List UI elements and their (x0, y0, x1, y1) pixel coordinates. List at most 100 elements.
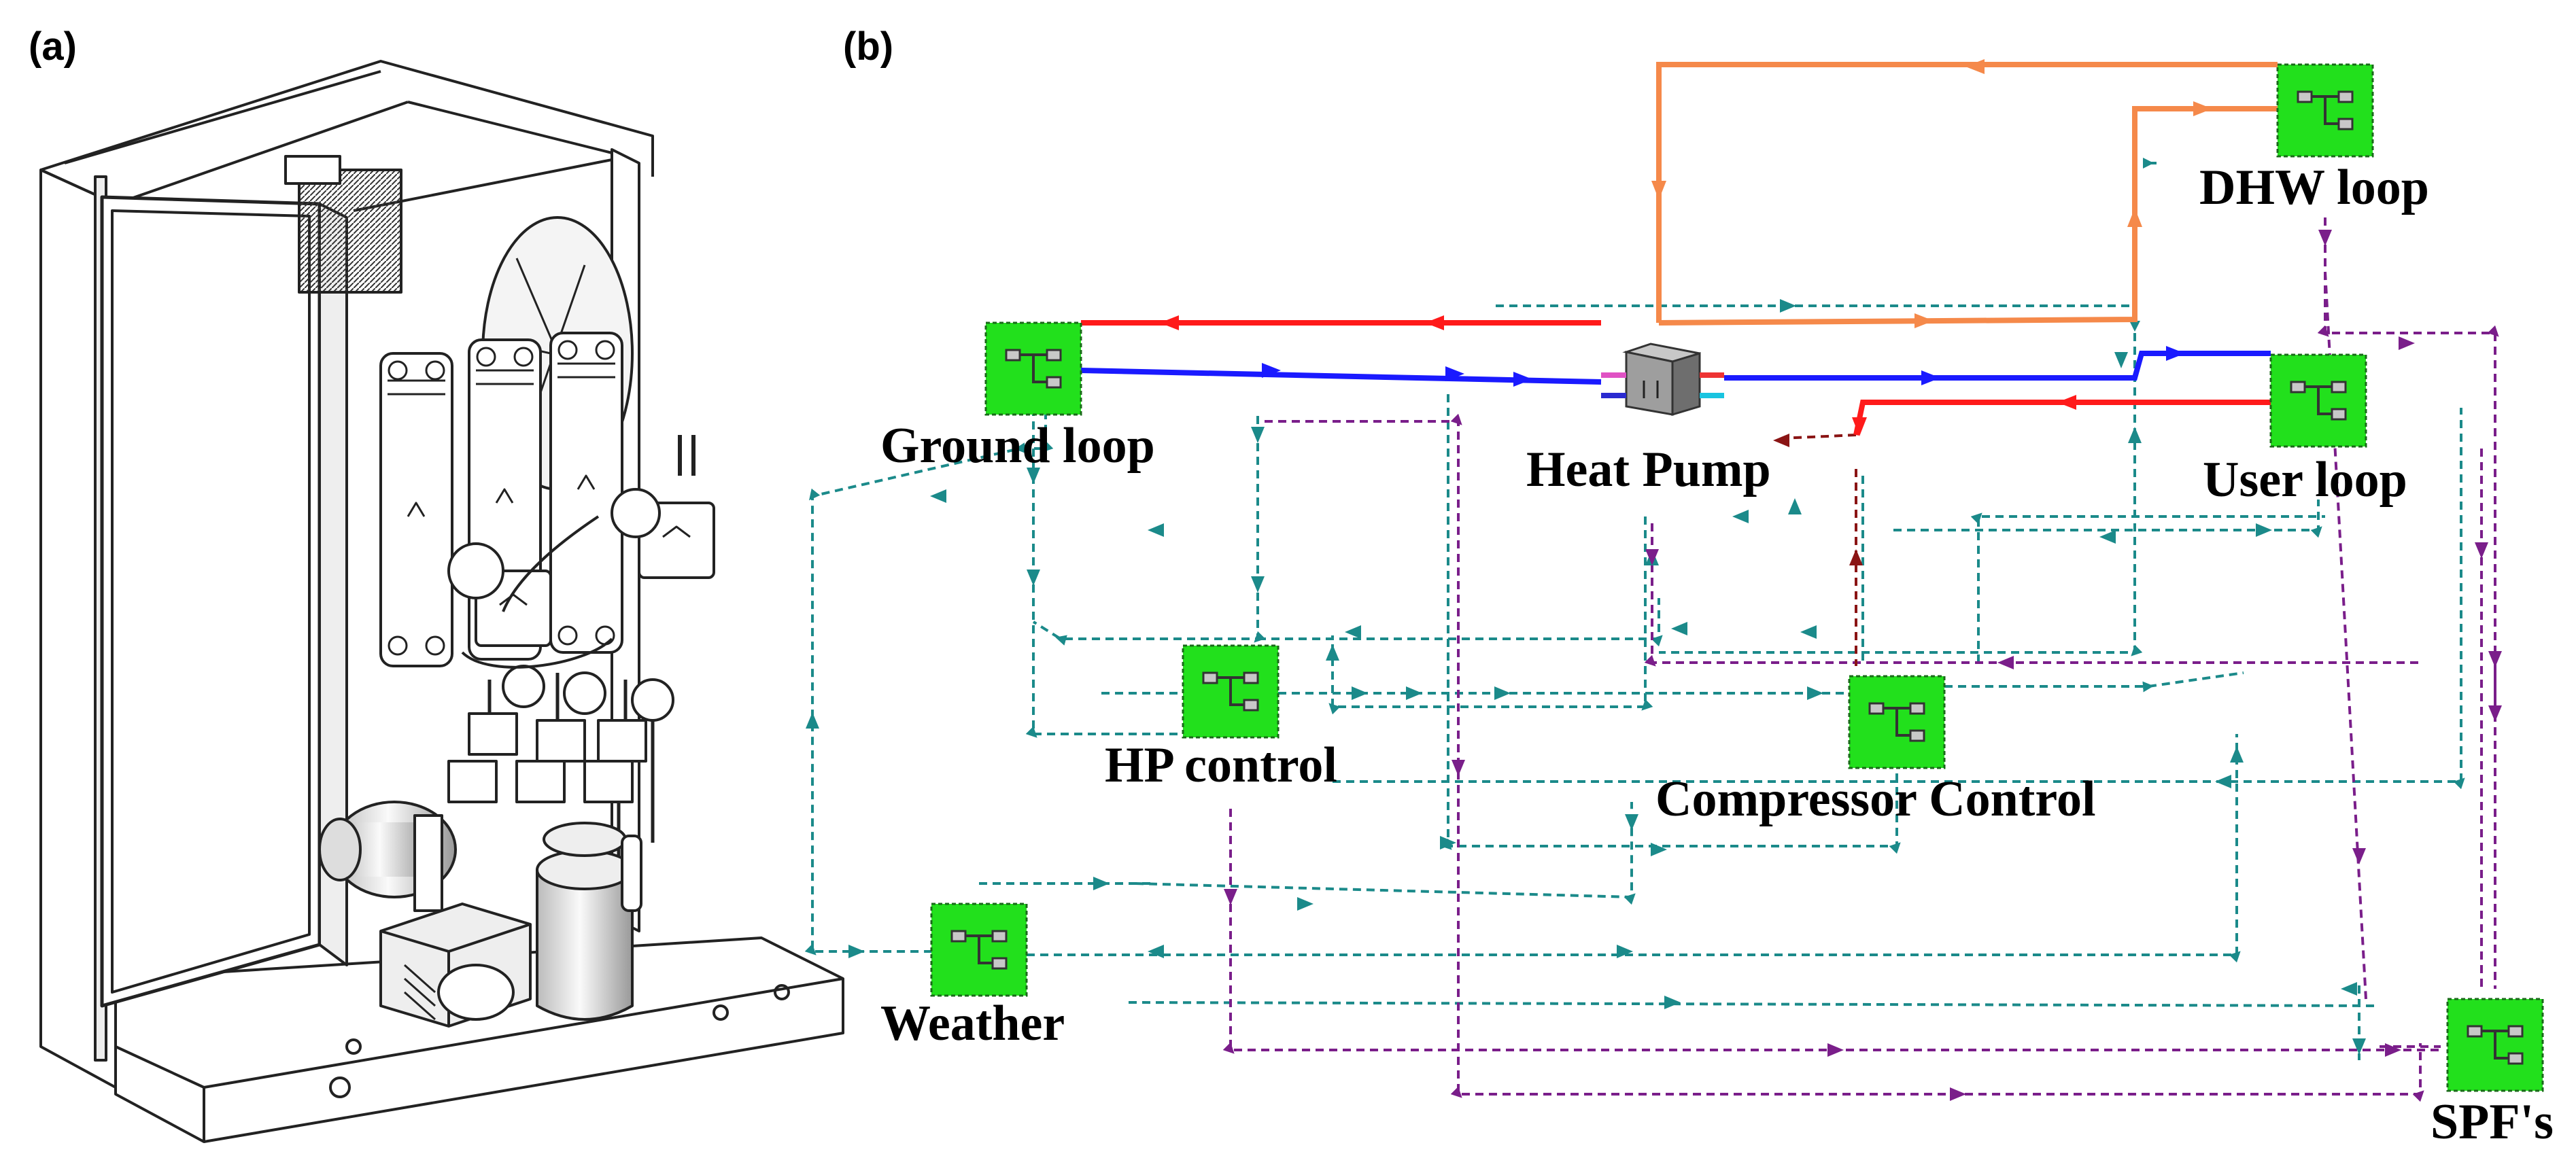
link-arrow (1651, 843, 1667, 856)
link-arrow (1617, 945, 1633, 958)
flow-direction-arrow (1651, 181, 1666, 200)
ground-loop-node[interactable]: Ground loop (880, 321, 1155, 474)
link-arrow (806, 712, 819, 729)
flow-direction-arrow (2057, 395, 2076, 410)
flow-direction-arrow (1965, 59, 1985, 74)
dhw-loop-node[interactable]: DHW loop (2199, 63, 2429, 215)
macro-box (2276, 63, 2374, 158)
control-link (1333, 408, 2465, 790)
link-arrow (1732, 510, 1749, 523)
flow-direction-arrow (2166, 346, 2185, 361)
hp-control-node[interactable]: HP control (1105, 644, 1337, 793)
link-arrow (2215, 775, 2231, 788)
heat-pump-label: Heat Pump (1526, 442, 1771, 497)
link-arrow (2114, 352, 2128, 368)
link-arrow (1027, 570, 1040, 586)
link-arrow (1148, 523, 1164, 537)
control-link (2135, 163, 2162, 326)
link-arrow (848, 945, 865, 958)
hydraulic-loops (1080, 59, 2278, 436)
node-label: User loop (2203, 452, 2407, 508)
flow-direction-arrow (2127, 208, 2142, 227)
control-link (1904, 671, 2244, 693)
node-label: HP control (1105, 737, 1337, 793)
link-arrow (1406, 686, 1422, 700)
link-arrow (1251, 427, 1265, 443)
link-arrow (1997, 656, 2014, 669)
link-arrow (1440, 836, 1456, 850)
node-label: DHW loop (2199, 160, 2429, 215)
subsystem-icon (950, 930, 1008, 970)
control-link (804, 370, 1054, 956)
flow-direction-arrow (1445, 366, 1464, 381)
control-link (1328, 517, 1653, 715)
link-arrow (2488, 651, 2502, 667)
control-link (1032, 416, 1266, 646)
control-link (1135, 802, 1636, 905)
node-label: Ground loop (880, 418, 1155, 474)
link-arrow (1093, 877, 1110, 890)
link-arrow (1452, 760, 1465, 776)
flow-direction-arrow (1914, 313, 1934, 328)
dhw-loop-return-pipe (1656, 62, 2278, 323)
control-link (1258, 598, 1663, 647)
compressor-control-node[interactable]: Compressor Control (1655, 675, 2096, 827)
link-arrow (2099, 530, 2116, 544)
user-loop-node[interactable]: User loop (2203, 353, 2407, 508)
link-arrow (1807, 686, 1823, 700)
subsystem-icon (1868, 702, 1925, 742)
link-arrow (1297, 897, 1313, 911)
link-arrow (1827, 1043, 1844, 1057)
link-arrow (2488, 705, 2502, 722)
link-arrow (2352, 1038, 2366, 1055)
link-arrow (1788, 498, 1802, 514)
link-arrow (1148, 945, 1164, 958)
subsystem-icon (1202, 671, 1259, 712)
node-label: SPF's (2431, 1094, 2554, 1150)
link-arrow (2352, 848, 2366, 864)
control-connections (804, 163, 2502, 1102)
link-arrow (1625, 814, 1638, 830)
link-arrow (1849, 549, 1863, 565)
control-link (1128, 1001, 2380, 1007)
link-arrow (1645, 549, 1659, 565)
macro-box (2446, 998, 2544, 1092)
panel-a-label: (a) (29, 24, 77, 69)
control-link (1970, 512, 2325, 663)
node-label: Compressor Control (1655, 771, 2096, 827)
flow-direction-arrow (1513, 372, 1532, 387)
link-arrow (1950, 1087, 1966, 1101)
link-arrow (2341, 982, 2357, 996)
spfs-node[interactable]: SPF's (2431, 998, 2554, 1150)
link-arrow (1251, 576, 1265, 593)
link-arrow (2475, 542, 2488, 559)
link-arrow (2399, 336, 2415, 350)
compressor-signal-link (1781, 434, 1857, 666)
link-arrow (2230, 746, 2244, 763)
heat-pump-cabinet-illustration (39, 60, 844, 1143)
link-arrow (2256, 523, 2272, 537)
link-arrow (1494, 686, 1511, 700)
control-link (1025, 408, 1183, 738)
panel-b-label: (b) (843, 24, 893, 69)
link-arrow (2128, 427, 2142, 443)
link-arrow (930, 489, 946, 503)
heat-pump-component-icon (1601, 343, 1724, 417)
link-arrow (1664, 996, 1681, 1009)
flow-direction-arrow (1160, 315, 1179, 330)
flow-direction-arrow (1425, 315, 1444, 330)
subsystem-icon (2297, 90, 2354, 130)
link-arrow (1326, 644, 1339, 661)
flow-direction-arrow (2193, 101, 2212, 116)
user-loop-hot-pipe (1853, 400, 2271, 436)
link-arrow (1345, 625, 1361, 639)
node-label: Weather (880, 996, 1065, 1051)
flow-direction-arrow (1921, 370, 1940, 385)
link-arrow (1800, 625, 1817, 639)
weather-node[interactable]: Weather (880, 903, 1065, 1051)
link-arrow (1352, 686, 1368, 700)
link-arrow (1027, 468, 1040, 484)
